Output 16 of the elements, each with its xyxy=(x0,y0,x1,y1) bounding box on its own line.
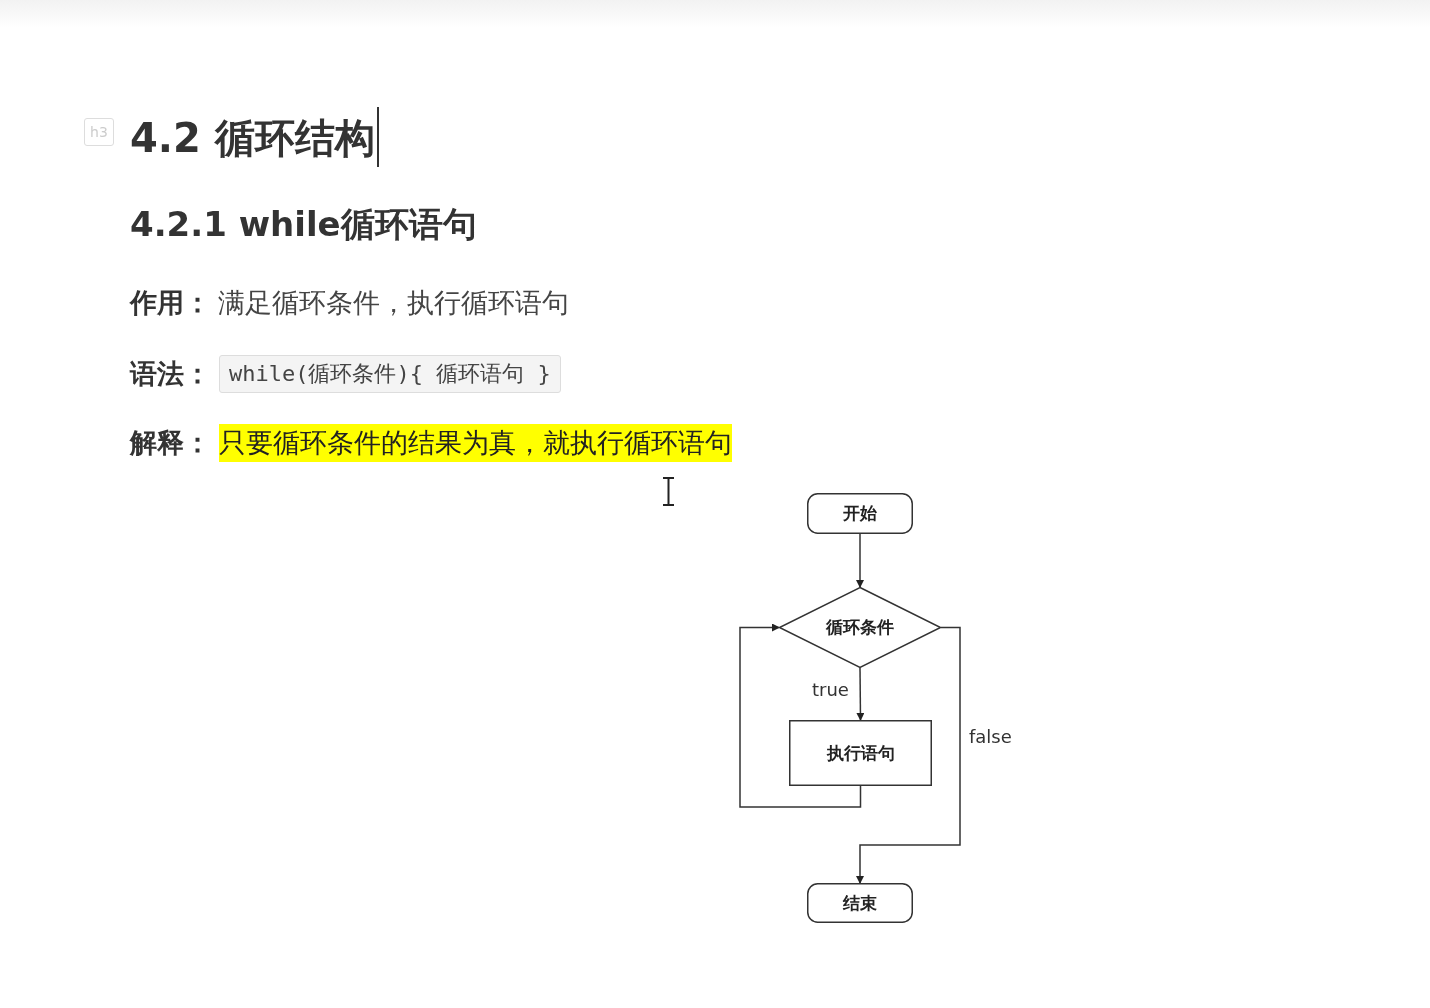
node-label: 结束 xyxy=(843,891,877,915)
node-label: 开始 xyxy=(843,502,877,525)
arrow xyxy=(856,626,961,884)
field-label: 作用： xyxy=(130,286,211,320)
arrow xyxy=(856,533,864,588)
page-title: 4.2 循环结构 xyxy=(130,114,375,163)
section-heading: 4.2.1 while循环语句 xyxy=(130,203,477,246)
field-label: 解释： xyxy=(130,426,211,460)
highlighted-text: 只要循环条件的结果为真，就执行循环语句 xyxy=(219,424,732,462)
node-label: 循环条件 xyxy=(826,616,894,639)
field-label: 语法： xyxy=(130,357,211,391)
inline-code: while(循环条件){ 循环语句 } xyxy=(219,355,561,393)
node-label: 执行语句 xyxy=(826,741,895,765)
arrow xyxy=(856,667,865,721)
arrow xyxy=(739,623,862,808)
paragraph-text: 满足循环条件，执行循环语句 xyxy=(218,286,569,320)
